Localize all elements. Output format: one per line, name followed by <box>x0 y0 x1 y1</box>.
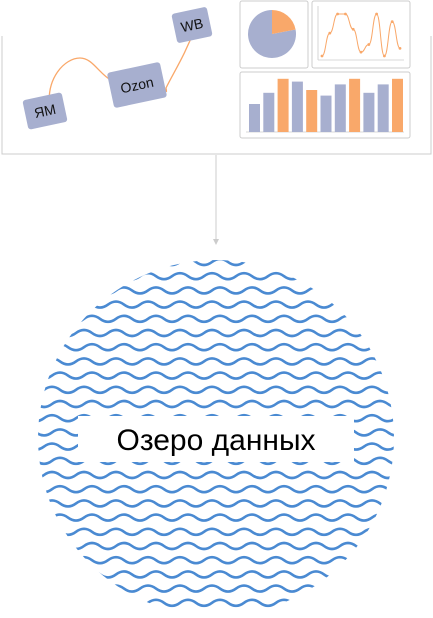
line-chart <box>320 12 402 58</box>
wave-line-21 <box>38 541 394 551</box>
line-point-7 <box>367 43 371 46</box>
wave-line-25 <box>38 598 394 608</box>
wave-line-16 <box>38 470 394 480</box>
bar-11 <box>392 78 403 132</box>
wave-line-8 <box>38 357 394 366</box>
marketplace-label-wb: WB <box>179 15 204 35</box>
marketplace-tag-ym: ЯМ <box>22 92 68 130</box>
wave-line-24 <box>38 584 394 593</box>
flow-arrow-head <box>213 239 219 245</box>
pie-chart-card <box>239 0 309 69</box>
bar-7 <box>334 84 346 132</box>
bar-3 <box>277 78 289 132</box>
line-point-1 <box>320 54 324 58</box>
marketplace-tag-ozon: Ozon <box>107 62 167 108</box>
wave-line-4 <box>38 300 394 309</box>
bar-5 <box>306 90 318 132</box>
lake-label: Озеро данных <box>116 424 315 457</box>
line-chart-card <box>311 0 411 69</box>
bar-9 <box>363 92 375 132</box>
line-point-6 <box>359 50 363 54</box>
wave-line-6 <box>38 328 394 338</box>
marketplace-label-ym: ЯМ <box>33 101 58 121</box>
bar-1 <box>249 104 260 132</box>
bar-2 <box>263 92 275 132</box>
bar-8 <box>349 78 361 132</box>
wave-line-9 <box>38 371 394 380</box>
wave-line-23 <box>38 570 394 579</box>
sources-panel-frame <box>1 36 432 155</box>
line-point-8 <box>375 12 378 16</box>
line-point-10 <box>390 20 394 24</box>
wave-line-1 <box>38 260 394 267</box>
wave-line-11 <box>38 399 394 409</box>
wave-line-10 <box>38 385 394 395</box>
line-point-2 <box>328 31 332 35</box>
wave-line-7 <box>38 342 394 352</box>
pie-slice-2 <box>272 10 296 34</box>
marketplace-tag-wb: WB <box>171 7 213 43</box>
line-point-11 <box>398 46 402 50</box>
line-point-4 <box>344 12 347 16</box>
data-lake: Озеро данных <box>38 260 394 608</box>
wave-line-5 <box>38 314 394 324</box>
marketplace-label-ozon: Ozon <box>119 74 155 97</box>
pie-chart <box>248 10 296 59</box>
wave-line-2 <box>38 271 394 281</box>
line-point-5 <box>351 27 355 31</box>
bar-6 <box>320 95 332 132</box>
wave-line-17 <box>38 484 394 494</box>
wave-line-22 <box>38 555 394 565</box>
wave-line-20 <box>38 527 394 537</box>
bar-10 <box>377 84 389 132</box>
line-point-9 <box>383 54 386 58</box>
bar-4 <box>291 81 303 132</box>
line-point-3 <box>336 12 339 16</box>
wave-line-19 <box>38 513 394 522</box>
wave-line-18 <box>38 499 394 508</box>
lake-label-background <box>78 416 354 462</box>
wave-line-3 <box>38 286 394 295</box>
bar-chart <box>249 78 403 132</box>
bar-chart-card <box>239 71 411 139</box>
